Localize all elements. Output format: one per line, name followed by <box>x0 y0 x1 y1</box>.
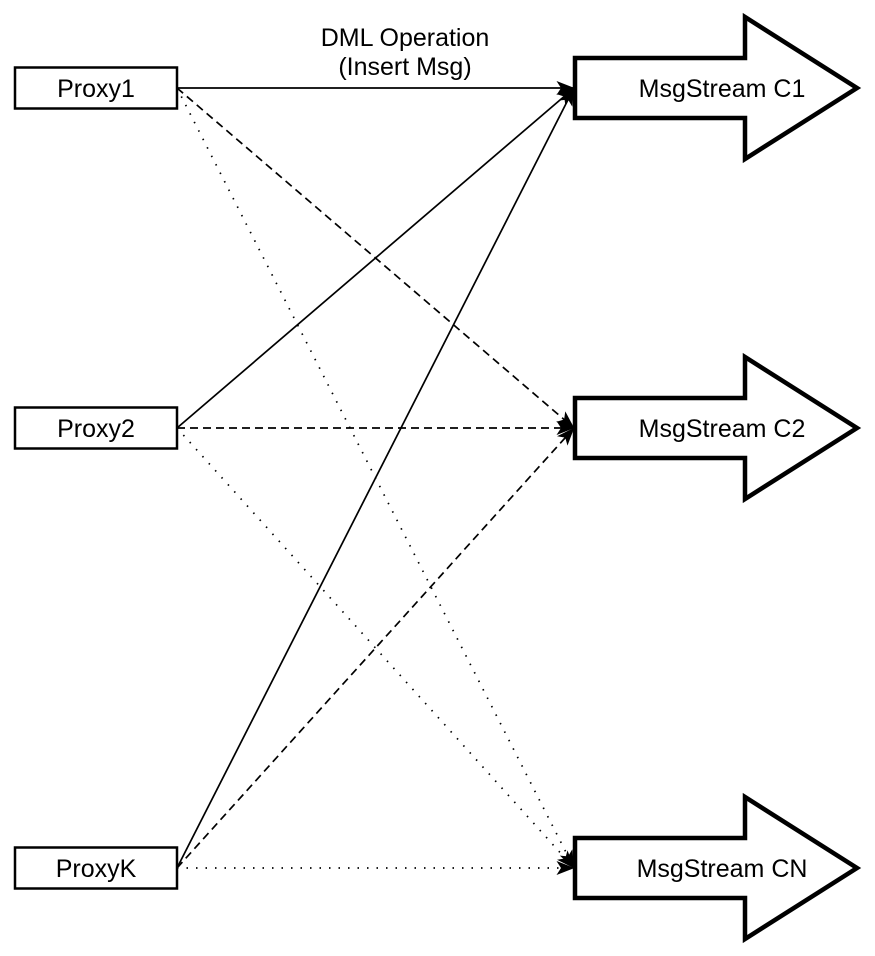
msgstream-c2-arrow-shape <box>572 352 862 504</box>
proxy2-node: Proxy2 <box>13 406 179 450</box>
proxy1-node: Proxy1 <box>13 66 179 110</box>
proxy1-label: Proxy1 <box>57 75 135 103</box>
proxy1-box <box>13 66 179 110</box>
msgstream-c1-arrow-shape <box>572 12 862 164</box>
msgstream-c2-label: MsgStream C2 <box>639 415 806 443</box>
msgstream-c1-label: MsgStream C1 <box>639 75 806 103</box>
msgstream-cn-label: MsgStream CN <box>637 855 808 883</box>
msgstream-cn-arrow: MsgStream CN <box>572 792 862 944</box>
msgstream-c1-arrow: MsgStream C1 <box>572 12 862 164</box>
connection-proxy1-to-msgstream-cn <box>176 87 575 869</box>
connection-proxy2-to-msgstream-cn <box>176 427 575 869</box>
msgstream-c2-arrow: MsgStream C2 <box>572 352 862 504</box>
connection-proxy1-to-msgstream-c2 <box>176 87 575 429</box>
diagram-title-line2: (Insert Msg) <box>338 53 471 81</box>
diagram-title: DML Operation (Insert Msg) <box>321 24 490 81</box>
diagram-title-line1: DML Operation <box>321 24 490 52</box>
connection-proxyk-to-msgstream-c2 <box>176 427 575 869</box>
proxyk-label: ProxyK <box>56 855 137 883</box>
connections-layer <box>176 81 575 875</box>
msgstream-cn-arrow-shape <box>572 792 862 944</box>
proxyk-node: ProxyK <box>13 846 179 890</box>
proxy2-label: Proxy2 <box>57 415 135 443</box>
